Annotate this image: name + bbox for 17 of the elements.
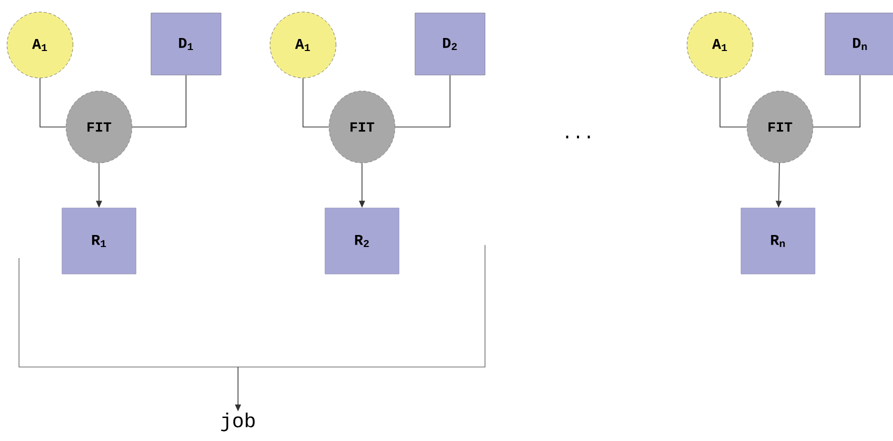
data-box: D$_{n}$ [824,12,893,76]
connector-line [720,78,748,128]
connector-line [394,74,450,128]
connector-line [812,74,860,128]
ellipsis-label: ... [566,136,590,138]
result-box: R$_{n}$ [740,208,816,274]
result-box: R$_{1}$ [62,208,136,274]
connector-line [302,78,330,128]
data-box: D$_{1}$ [150,12,222,76]
output-label: job [221,412,255,432]
circle-node: A$_{1}$ [686,12,754,78]
circle-node: A$_{1}$ [6,12,74,78]
data-box: D$_{2}$ [414,12,486,76]
connector-line [132,74,186,128]
connector-line [40,78,66,128]
result-box: R$_{2}$ [324,208,400,274]
circle-node: A$_{1}$ [270,12,336,78]
